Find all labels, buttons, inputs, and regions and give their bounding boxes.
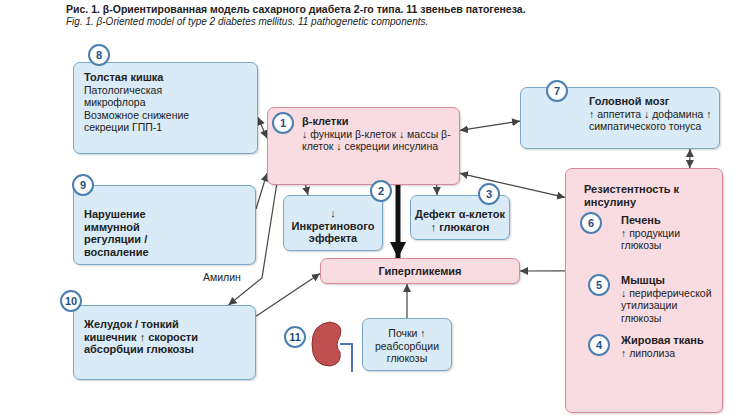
organ-box: Желудок / тонкий кишечник ↑ скорости абс…: [73, 305, 256, 380]
callout-number: 5: [588, 274, 610, 296]
connector-arrow: [436, 185, 437, 195]
box-text: ↓ функции β-клеток ↓ массы β-клеток ↓ се…: [302, 128, 451, 153]
box-heading: ↓ Инкретинового эффекта: [288, 207, 378, 245]
box-heading: Печень: [621, 214, 718, 227]
callout-number: 1: [272, 112, 294, 134]
callout-number: 9: [72, 174, 94, 196]
connector-arrow: [258, 117, 267, 138]
box-heading: Мышцы: [621, 274, 718, 287]
box-heading: Нарушение иммунной регуляции / воспалени…: [84, 208, 179, 258]
connector-arrow: [689, 149, 690, 168]
box-heading: Жировая ткань: [621, 334, 718, 347]
box-text: ↓ периферической утилизации глюкозы: [621, 287, 718, 325]
box-heading: Гипергликемия: [325, 265, 515, 278]
box-text: Почки ↑ реабсорбции глюкозы: [367, 327, 447, 365]
box-heading: Дефект α-клеток ↑ глюкагон: [415, 208, 505, 233]
figure-title: Рис. 1. β-Ориентированная модель сахарно…: [66, 3, 526, 15]
connector-arrow: [396, 185, 401, 258]
connector-arrow: [460, 121, 520, 130]
connector-arrow: [256, 274, 320, 317]
connector-arrow: [520, 270, 565, 271]
callout-number: 6: [580, 212, 602, 234]
process-box: ↓ Инкретинового эффекта: [283, 195, 383, 251]
box-heading: Резистентность к инсулину: [584, 183, 716, 208]
organ-box: Толстая кишкаПатологическая микрофлора В…: [73, 62, 258, 154]
box-text: Патологическая микрофлора Возможное сниж…: [84, 84, 195, 134]
connector-arrow: [460, 173, 565, 197]
organ-box: Почки ↑ реабсорбции глюкозы: [362, 318, 452, 371]
callout-number: 10: [60, 290, 82, 312]
box-heading: Желудок / тонкий кишечник ↑ скорости абс…: [84, 318, 209, 356]
box-text: ↑ продукции глюкозы: [621, 227, 718, 252]
outcome-box: Гипергликемия: [320, 258, 520, 284]
connector-arrow: [406, 284, 407, 318]
kidney-icon: [312, 322, 352, 372]
box-heading: Толстая кишка: [84, 71, 195, 84]
edge-label: Амилин: [202, 271, 242, 283]
box-heading: Головной мозг: [589, 95, 713, 108]
callout-number: 8: [88, 44, 110, 66]
callout-number: 11: [284, 326, 306, 348]
callout-number: 2: [370, 180, 392, 202]
box-heading: β-клетки: [302, 115, 451, 128]
connector-arrow: [256, 173, 267, 209]
central-box: β-клетки↓ функции β-клеток ↓ массы β-кле…: [267, 107, 460, 185]
connector-arrow: [306, 185, 308, 195]
organ-box: Нарушение иммунной регуляции / воспалени…: [73, 185, 256, 265]
box-text: ↑ аппетита ↓ дофамина ↑ симпатического т…: [589, 108, 713, 133]
figure-caption: Fig. 1. β-Oriented model of type 2 diabe…: [66, 16, 428, 27]
callout-number: 4: [588, 334, 610, 356]
box-text: ↑ липолиза: [621, 347, 718, 360]
callout-number: 3: [478, 183, 500, 205]
callout-number: 7: [546, 80, 568, 102]
